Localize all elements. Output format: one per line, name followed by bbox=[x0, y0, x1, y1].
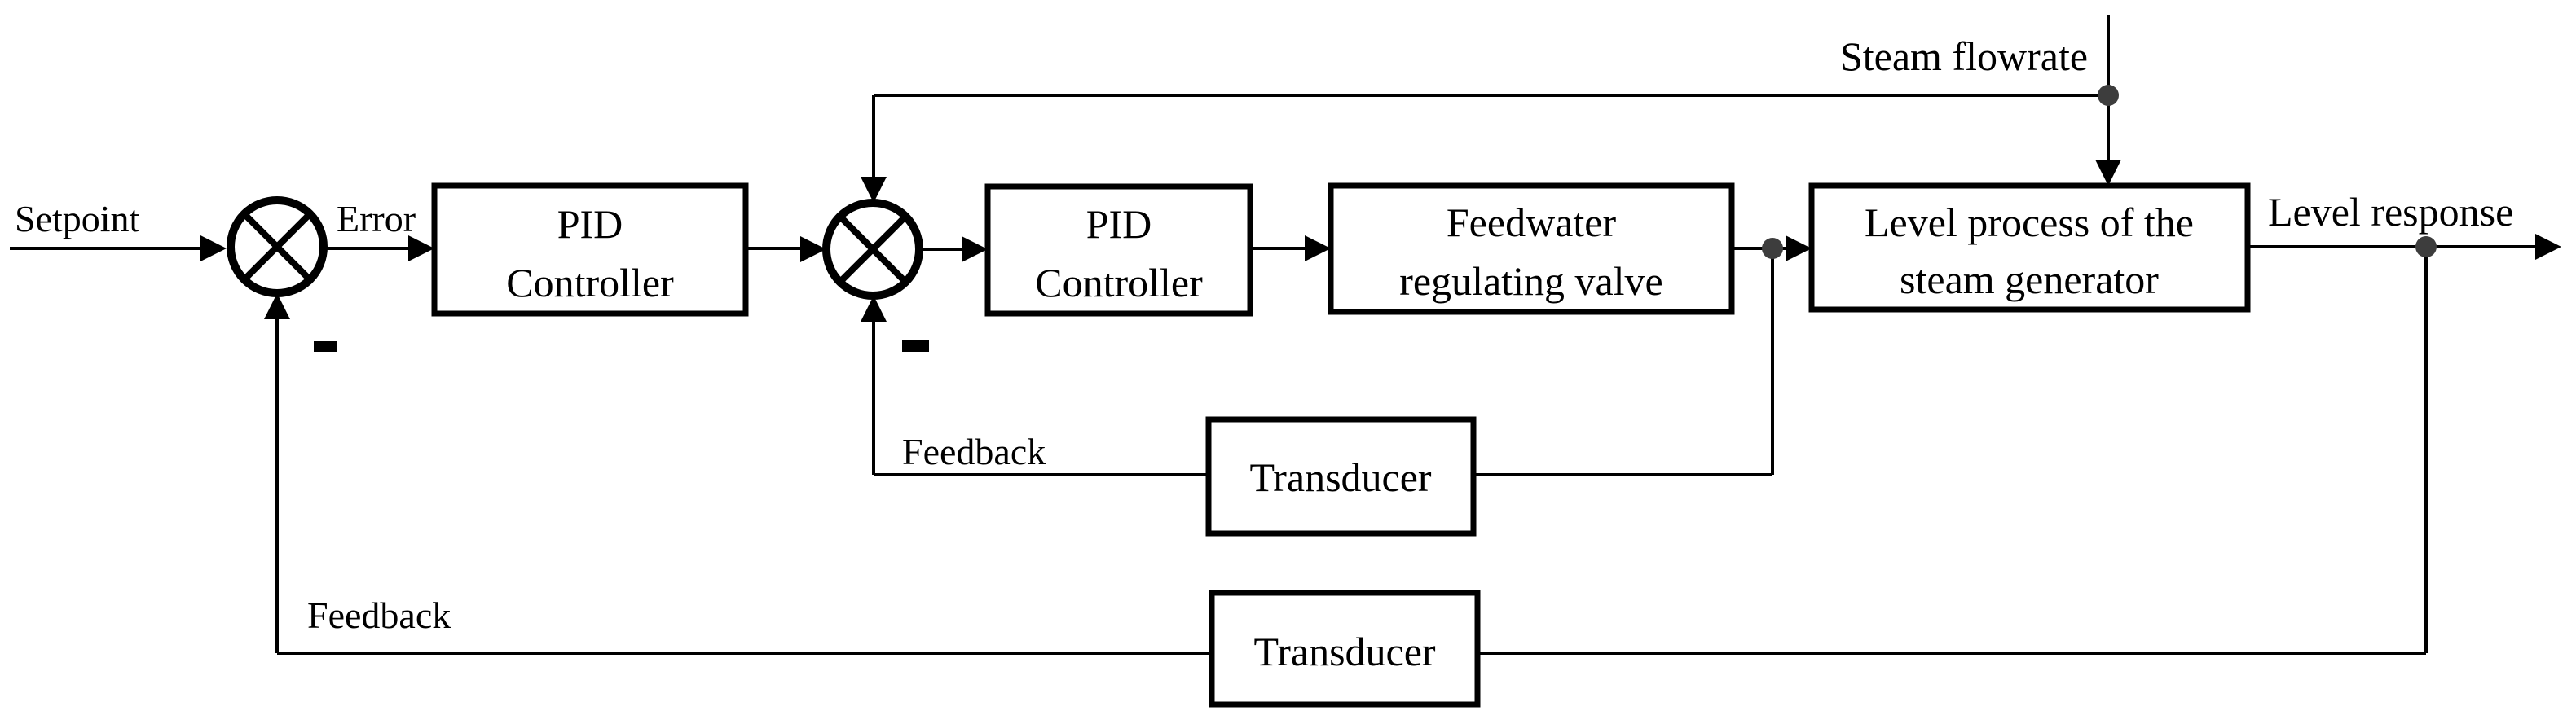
pid-controller-2-box bbox=[984, 183, 1253, 317]
minus-sign-sum1 bbox=[314, 341, 337, 352]
feedforward-arrowhead bbox=[861, 177, 887, 203]
feedwater-valve-label-line1: Feedwater bbox=[1447, 200, 1617, 245]
pid-controller-2-label-line1: PID bbox=[1086, 201, 1152, 247]
pid-controller-1-box bbox=[431, 182, 749, 317]
feedwater-valve-label-line2: regulating valve bbox=[1399, 258, 1663, 304]
summing-junction-1-x bbox=[242, 212, 312, 282]
error-arrowhead bbox=[408, 235, 434, 261]
level-response-branch-node bbox=[2415, 236, 2437, 257]
feedwater-valve-box bbox=[1328, 182, 1735, 315]
level-process-label-line1: Level process of the bbox=[1865, 200, 2194, 245]
wires bbox=[10, 15, 2537, 655]
steam-flowrate-arrowhead bbox=[2095, 160, 2121, 186]
transducer-outer-block: Transducer bbox=[1209, 590, 1481, 708]
setpoint-label: Setpoint bbox=[15, 198, 140, 239]
minus-sign-sum2 bbox=[902, 340, 929, 352]
branch-nodes bbox=[1762, 85, 2437, 259]
pid-controller-2-block: PID Controller bbox=[984, 183, 1253, 317]
level-process-box bbox=[1808, 182, 2251, 313]
pid-controller-2-label-line2: Controller bbox=[1035, 260, 1203, 305]
summing-junction-1 bbox=[227, 196, 337, 352]
arrowheads bbox=[200, 160, 2561, 322]
feedback-outer-label: Feedback bbox=[307, 595, 451, 636]
valve-output-branch-node bbox=[1762, 238, 1783, 259]
inner-feedback-arrowhead bbox=[861, 296, 887, 322]
transducer-inner-box bbox=[1205, 416, 1477, 537]
steam-flowrate-branch-node bbox=[2098, 85, 2119, 106]
pid-controller-1-label-line2: Controller bbox=[506, 260, 674, 305]
level-response-label: Level response bbox=[2268, 189, 2513, 235]
transducer-inner-block: Transducer bbox=[1205, 416, 1477, 537]
transducer-inner-label: Transducer bbox=[1249, 454, 1431, 500]
valve-to-process-arrowhead bbox=[1786, 235, 1812, 261]
pid-controller-1-label-line1: PID bbox=[557, 201, 623, 247]
error-label: Error bbox=[337, 198, 416, 239]
transducer-outer-box bbox=[1209, 590, 1481, 708]
level-response-arrowhead bbox=[2535, 234, 2561, 260]
sum2-to-pid2-arrowhead bbox=[962, 236, 988, 262]
pid-controller-1-block: PID Controller bbox=[431, 182, 749, 317]
level-process-label-line2: steam generator bbox=[1900, 257, 2159, 302]
transducer-outer-label: Transducer bbox=[1253, 629, 1435, 674]
annotations: Setpoint Error Steam flowrate Level resp… bbox=[15, 33, 2513, 636]
level-process-block: Level process of the steam generator bbox=[1808, 182, 2251, 313]
feedback-inner-label: Feedback bbox=[902, 431, 1046, 472]
steam-flowrate-label: Steam flowrate bbox=[1840, 33, 2088, 79]
summing-junction-2-x bbox=[838, 214, 908, 284]
setpoint-arrowhead bbox=[200, 235, 227, 261]
outer-feedback-arrowhead bbox=[264, 293, 290, 319]
feedwater-valve-block: Feedwater regulating valve bbox=[1328, 182, 1735, 315]
pid1-to-sum2-arrowhead bbox=[800, 236, 826, 262]
pid2-to-valve-arrowhead bbox=[1305, 235, 1331, 261]
summing-junction-2 bbox=[822, 199, 929, 352]
